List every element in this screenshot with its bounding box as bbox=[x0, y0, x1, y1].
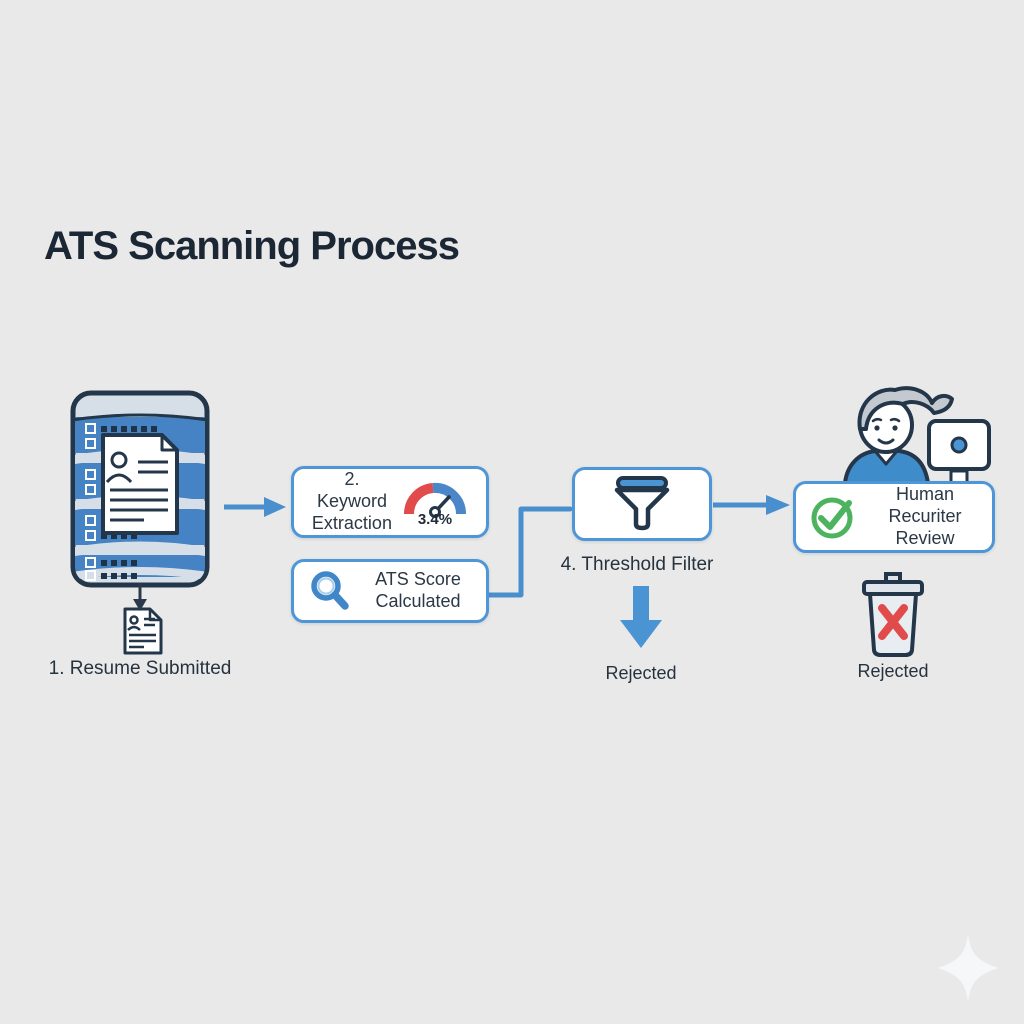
threshold-filter-label: 4. Threshold Filter bbox=[560, 554, 714, 575]
resume-submitted-label: 1. Resume Submitted bbox=[48, 658, 232, 679]
funnel-filter-icon bbox=[614, 476, 670, 531]
search-icon bbox=[311, 571, 349, 610]
monitor-icon bbox=[927, 419, 991, 483]
arrow-down-thick-icon bbox=[620, 586, 662, 648]
page-title: ATS Scanning Process bbox=[44, 224, 460, 268]
keyword-extraction-label: 2. Keyword Extraction bbox=[311, 469, 392, 533]
threshold-filter-node bbox=[572, 467, 712, 541]
arrow-down-icon bbox=[133, 583, 147, 611]
elbow-connector bbox=[486, 506, 573, 598]
rejected-label: Rejected bbox=[605, 663, 677, 683]
keyword-extraction-node: 2. Keyword Extraction 3.4% bbox=[291, 466, 489, 538]
sparkle-icon bbox=[938, 934, 998, 1002]
arrow-right-icon bbox=[224, 497, 286, 517]
ats-score-label: ATS Score Calculated bbox=[375, 569, 461, 611]
resume-document-icon bbox=[123, 607, 163, 655]
score-gauge-icon: 3.4% bbox=[396, 476, 474, 528]
recruiter-person-icon bbox=[843, 386, 991, 483]
arrow-right-icon bbox=[713, 495, 790, 515]
resume-document-icon bbox=[101, 433, 179, 535]
check-circle-icon bbox=[811, 497, 853, 539]
trash-rejected-icon bbox=[862, 572, 924, 657]
human-review-label: Human Recuriter Review bbox=[888, 484, 962, 548]
rejected-label: Rejected bbox=[857, 661, 929, 681]
ats-score-node: ATS Score Calculated bbox=[291, 559, 489, 623]
gauge-dial-icon bbox=[403, 482, 466, 518]
human-review-node: Human Recuriter Review bbox=[793, 481, 995, 553]
gauge-value: 3.4% bbox=[417, 511, 453, 528]
